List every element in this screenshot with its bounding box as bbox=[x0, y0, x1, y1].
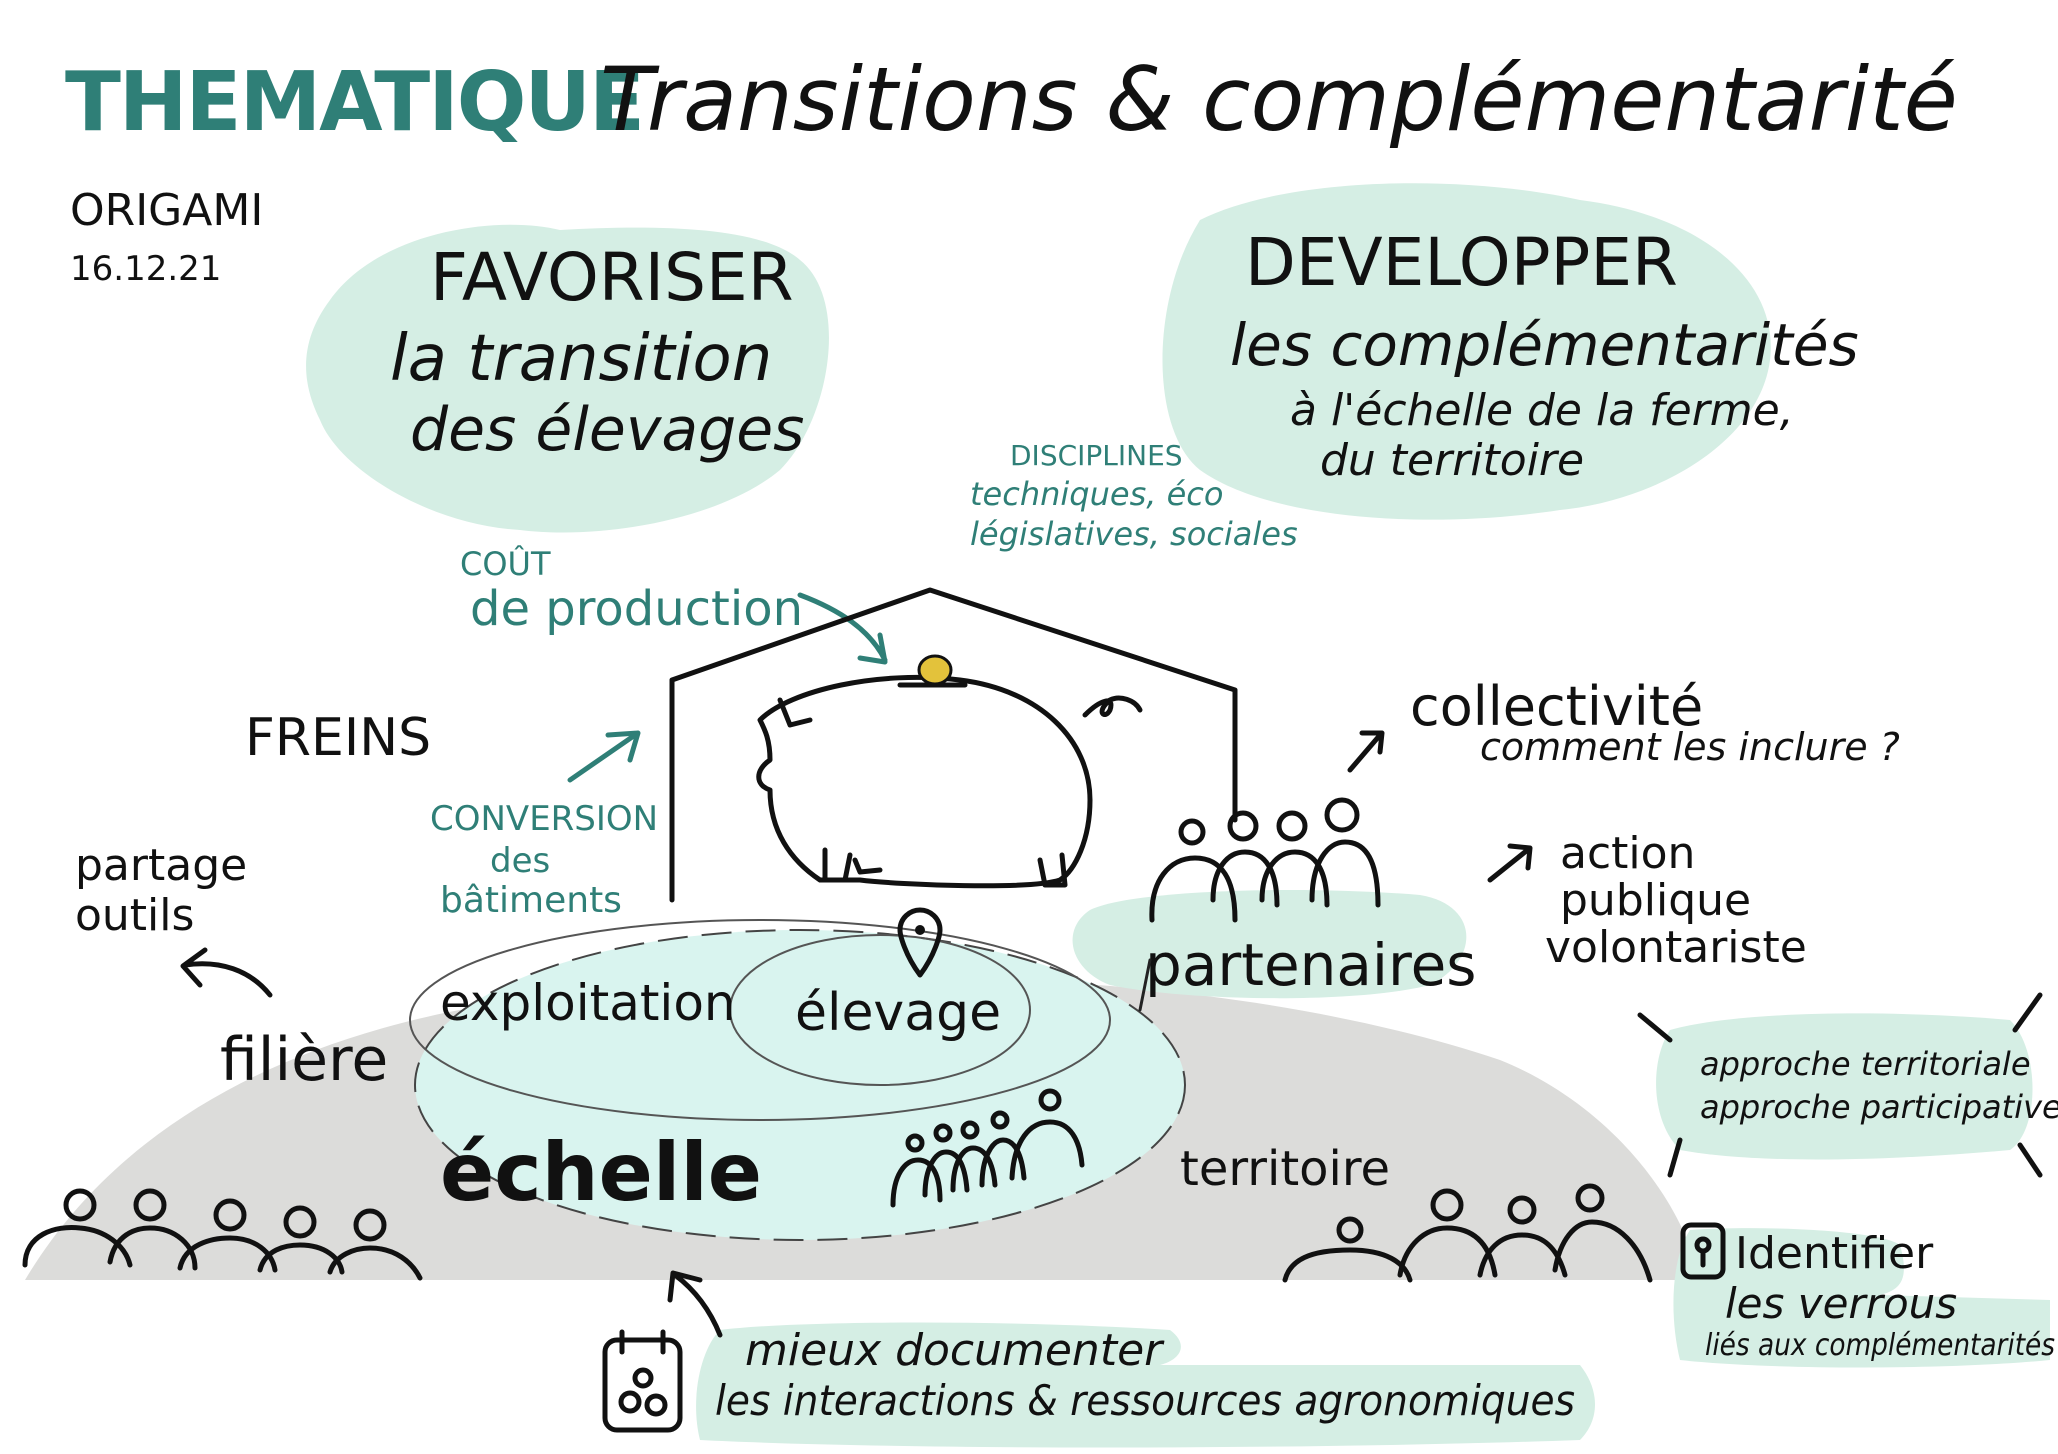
date-label: 16.12.21 bbox=[70, 249, 221, 289]
partenaires-blob bbox=[1072, 890, 1467, 999]
identifier-line2: les verrous bbox=[1725, 1279, 1957, 1328]
action-arrow bbox=[1487, 843, 1533, 883]
documenter-arrow bbox=[667, 1270, 723, 1338]
page-title: Transitions & complémentarité bbox=[600, 48, 1958, 151]
people-left-icon bbox=[22, 1188, 423, 1281]
documenter-line2: les interactions & ressources agronomiqu… bbox=[715, 1376, 1575, 1425]
calendar-icon bbox=[602, 1329, 683, 1433]
author-label: ORIGAMI bbox=[70, 185, 263, 236]
developper-blob bbox=[1162, 183, 1771, 520]
conversion-line2: des bbox=[490, 841, 550, 881]
conversion-line1: CONVERSION bbox=[430, 799, 658, 839]
barn-outline bbox=[669, 587, 1238, 903]
piggy-bank-icon bbox=[756, 654, 1143, 889]
approche-blob bbox=[1656, 1013, 2033, 1160]
partage-arrow bbox=[180, 947, 273, 998]
approche-line1: approche territoriale bbox=[1700, 1045, 2031, 1083]
favoriser-line1: la transition bbox=[390, 322, 772, 396]
conversion-line3: bâtiments bbox=[440, 880, 622, 921]
echelle-label: échelle bbox=[440, 1126, 762, 1219]
disciplines-line1: DISCIPLINES bbox=[1010, 439, 1183, 472]
disciplines-line3: législatives, sociales bbox=[970, 515, 1298, 553]
lock-icon bbox=[1680, 1222, 1726, 1280]
action-line1: action bbox=[1560, 828, 1695, 879]
small-people-icon bbox=[890, 1088, 1085, 1208]
partenaires-label: partenaires bbox=[1145, 931, 1477, 999]
favoriser-blob bbox=[306, 224, 829, 533]
coin-icon bbox=[917, 654, 953, 686]
developper-line2: à l'échelle de la ferme, bbox=[1290, 385, 1794, 436]
favoriser-heading: FAVORISER bbox=[430, 239, 794, 316]
exploitation-label: exploitation bbox=[440, 974, 736, 1032]
location-pin-icon bbox=[897, 907, 943, 978]
approche-line2: approche participative bbox=[1700, 1088, 2058, 1126]
exploitation-ring bbox=[409, 919, 1111, 1121]
identifier-line1: Identifier bbox=[1735, 1228, 1934, 1279]
territoire-label: territoire bbox=[1180, 1141, 1390, 1197]
collectivite-line2: comment les inclure ? bbox=[1480, 725, 1900, 769]
cout-line2: de production bbox=[470, 581, 803, 637]
developper-heading: DEVELOPPER bbox=[1245, 224, 1678, 301]
identifier-blob bbox=[1673, 1228, 2050, 1368]
action-line2: publique bbox=[1560, 875, 1751, 926]
people-right-icon bbox=[1282, 1183, 1653, 1283]
approche-frame bbox=[1637, 992, 2043, 1178]
filiere-label: filière bbox=[220, 1025, 388, 1095]
collectivite-arrow bbox=[1347, 730, 1385, 773]
collectivite-line1: collectivité bbox=[1410, 675, 1703, 738]
freins-label: FREINS bbox=[245, 708, 431, 768]
cout-line1: COÛT bbox=[460, 544, 551, 583]
disciplines-line2: techniques, éco bbox=[970, 475, 1223, 513]
developper-line1: les complémentarités bbox=[1230, 311, 1859, 379]
action-line3: volontariste bbox=[1545, 922, 1807, 973]
thematique-tag: THEMATIQUE bbox=[65, 55, 643, 150]
identifier-line3: liés aux complémentarités bbox=[1705, 1328, 2055, 1363]
developper-line3: du territoire bbox=[1320, 435, 1584, 486]
documenter-blob bbox=[696, 1322, 1595, 1448]
conversion-arrow bbox=[567, 730, 641, 783]
elevage-ring bbox=[729, 934, 1031, 1086]
partage-line2: outils bbox=[75, 890, 194, 941]
elevage-label: élevage bbox=[795, 983, 1001, 1043]
documenter-line1: mieux documenter bbox=[745, 1325, 1165, 1376]
partners-people-icon bbox=[1149, 797, 1381, 923]
cout-arrow bbox=[797, 592, 888, 665]
favoriser-line2: des élevages bbox=[410, 395, 804, 465]
partenaires-connector bbox=[1138, 958, 1152, 1012]
partage-line1: partage bbox=[75, 840, 247, 891]
